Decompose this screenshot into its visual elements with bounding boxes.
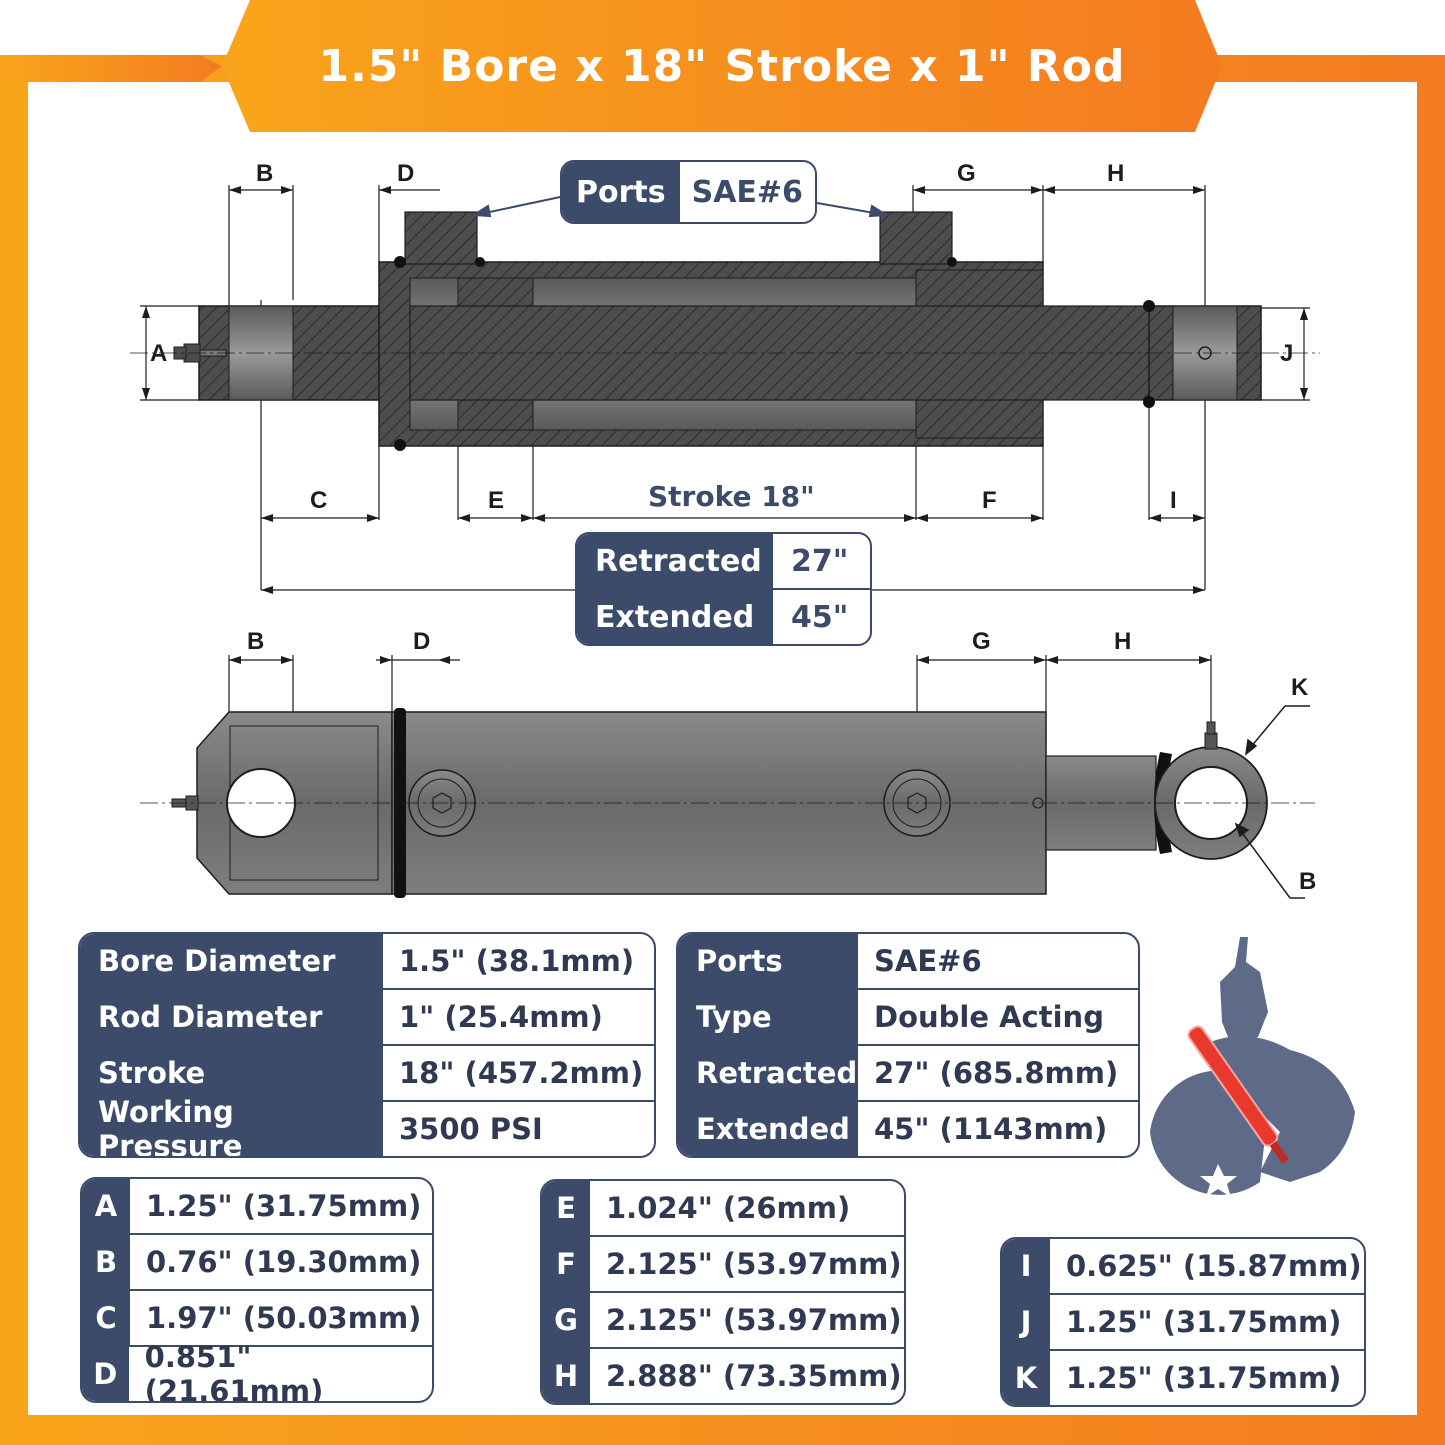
dimension-table-3: I 0.625" (15.87mm) J 1.25" (31.75mm) K 1… xyxy=(1000,1237,1366,1407)
dim-value: 1.25" (31.75mm) xyxy=(1066,1305,1342,1339)
spec-key: Type xyxy=(678,990,858,1044)
stroke-label: Stroke 18" xyxy=(648,480,815,513)
spec-value: 18" (457.2mm) xyxy=(399,1056,644,1090)
table-row: D 0.851" (21.61mm) xyxy=(82,1340,432,1403)
dimension-table-2: E 1.024" (26mm) F 2.125" (53.97mm) G 2.1… xyxy=(540,1179,906,1405)
spartan-warrior-icon xyxy=(1150,937,1355,1197)
title-banner: 1.5" Bore x 18" Stroke x 1" Rod xyxy=(222,0,1222,132)
dim-label-j: J xyxy=(1280,340,1294,367)
table-row: Ports SAE#6 xyxy=(678,934,1138,990)
dim-label-i: I xyxy=(1170,487,1177,514)
table-row: Type Double Acting xyxy=(678,990,1138,1046)
table-row: E 1.024" (26mm) xyxy=(542,1181,904,1237)
table-row: J 1.25" (31.75mm) xyxy=(1002,1295,1364,1351)
side-dim-label-b2: B xyxy=(1299,868,1317,895)
side-dim-label-h: H xyxy=(1114,628,1132,655)
side-dim-label-d: D xyxy=(413,628,431,655)
dim-label-a: A xyxy=(150,340,168,367)
cross-section-drawing xyxy=(130,185,1320,594)
dim-key: J xyxy=(1002,1295,1050,1349)
dim-key: K xyxy=(1002,1351,1050,1405)
table-row: Retracted 27" (685.8mm) xyxy=(678,1046,1138,1102)
length-row: Retracted 27" xyxy=(577,534,870,590)
spec-value: 3500 PSI xyxy=(399,1112,543,1146)
dim-value: 2.125" (53.97mm) xyxy=(606,1303,902,1337)
table-row: B 0.76" (19.30mm) xyxy=(82,1235,432,1291)
dim-value: 1.024" (26mm) xyxy=(606,1191,851,1225)
length-value: 27" xyxy=(791,543,849,579)
table-row: C 1.97" (50.03mm) xyxy=(82,1291,432,1347)
length-key: Extended xyxy=(577,590,773,644)
side-dim-label-g: G xyxy=(972,628,991,655)
table-row: H 2.888" (73.35mm) xyxy=(542,1349,904,1403)
dim-label-f: F xyxy=(982,487,997,514)
spec-value: SAE#6 xyxy=(874,944,982,978)
dim-value: 1.97" (50.03mm) xyxy=(146,1301,422,1335)
side-view-drawing xyxy=(140,655,1315,899)
table-row: A 1.25" (31.75mm) xyxy=(82,1179,432,1235)
table-row: I 0.625" (15.87mm) xyxy=(1002,1239,1364,1295)
dim-label-c: C xyxy=(310,487,328,514)
dim-value: 0.76" (19.30mm) xyxy=(146,1245,422,1279)
spec-value: 27" (685.8mm) xyxy=(874,1056,1119,1090)
dim-label-d: D xyxy=(397,160,415,187)
dim-key: F xyxy=(542,1237,590,1291)
spec-key: Bore Diameter xyxy=(80,934,383,988)
page-title: 1.5" Bore x 18" Stroke x 1" Rod xyxy=(318,40,1126,92)
dimension-table-1: A 1.25" (31.75mm) B 0.76" (19.30mm) C 1.… xyxy=(80,1177,434,1403)
spec-value: 1.5" (38.1mm) xyxy=(399,944,635,978)
table-row: Working Pressure 3500 PSI xyxy=(80,1095,654,1156)
specs-table-left: Bore Diameter 1.5" (38.1mm) Rod Diameter… xyxy=(78,932,656,1158)
side-dim-label-k: K xyxy=(1291,674,1309,701)
dim-key: B xyxy=(82,1235,130,1289)
table-row: Stroke 18" (457.2mm) xyxy=(80,1046,654,1102)
dim-label-g: G xyxy=(957,160,976,187)
dim-value: 2.125" (53.97mm) xyxy=(606,1247,902,1281)
dim-key: C xyxy=(82,1291,130,1345)
table-row: Bore Diameter 1.5" (38.1mm) xyxy=(80,934,654,990)
table-row: F 2.125" (53.97mm) xyxy=(542,1237,904,1293)
table-row: K 1.25" (31.75mm) xyxy=(1002,1351,1364,1405)
dim-value: 1.25" (31.75mm) xyxy=(146,1189,422,1223)
dim-key: E xyxy=(542,1181,590,1235)
spec-value: Double Acting xyxy=(874,1000,1104,1034)
dim-key: G xyxy=(542,1293,590,1347)
dim-value: 1.25" (31.75mm) xyxy=(1066,1361,1342,1395)
ports-callout: Ports SAE#6 xyxy=(560,160,817,224)
spec-key: Ports xyxy=(678,934,858,988)
dim-key: I xyxy=(1002,1239,1050,1293)
dim-key: D xyxy=(82,1347,129,1401)
dim-value: 0.851" (21.61mm) xyxy=(144,1340,324,1403)
table-row: Extended 45" (1143mm) xyxy=(678,1102,1138,1156)
dim-label-e: E xyxy=(488,487,505,514)
dim-label-h: H xyxy=(1107,160,1125,187)
specs-table-right: Ports SAE#6 Type Double Acting Retracted… xyxy=(676,932,1140,1158)
ports-callout-value: SAE#6 xyxy=(691,174,803,210)
spec-key: Retracted xyxy=(678,1046,858,1100)
dim-value: 0.625" (15.87mm) xyxy=(1066,1249,1362,1283)
spec-value: 45" (1143mm) xyxy=(874,1112,1108,1146)
length-key: Retracted xyxy=(577,534,773,588)
length-callout: Retracted 27" Extended 45" xyxy=(575,532,872,646)
dim-value: 2.888" (73.35mm) xyxy=(606,1359,902,1393)
spec-key: Working Pressure xyxy=(80,1095,383,1156)
length-row: Extended 45" xyxy=(577,590,870,644)
dim-label-b: B xyxy=(256,160,274,187)
spec-key: Stroke xyxy=(80,1046,383,1100)
length-value: 45" xyxy=(791,599,849,635)
table-row: G 2.125" (53.97mm) xyxy=(542,1293,904,1349)
spec-key: Extended xyxy=(678,1102,858,1156)
table-row: Rod Diameter 1" (25.4mm) xyxy=(80,990,654,1046)
spec-value: 1" (25.4mm) xyxy=(399,1000,603,1034)
spec-key: Rod Diameter xyxy=(80,990,383,1044)
side-dim-label-b: B xyxy=(247,628,265,655)
dim-key: H xyxy=(542,1349,590,1403)
dim-key: A xyxy=(82,1179,130,1233)
ports-callout-key: Ports xyxy=(562,162,680,222)
